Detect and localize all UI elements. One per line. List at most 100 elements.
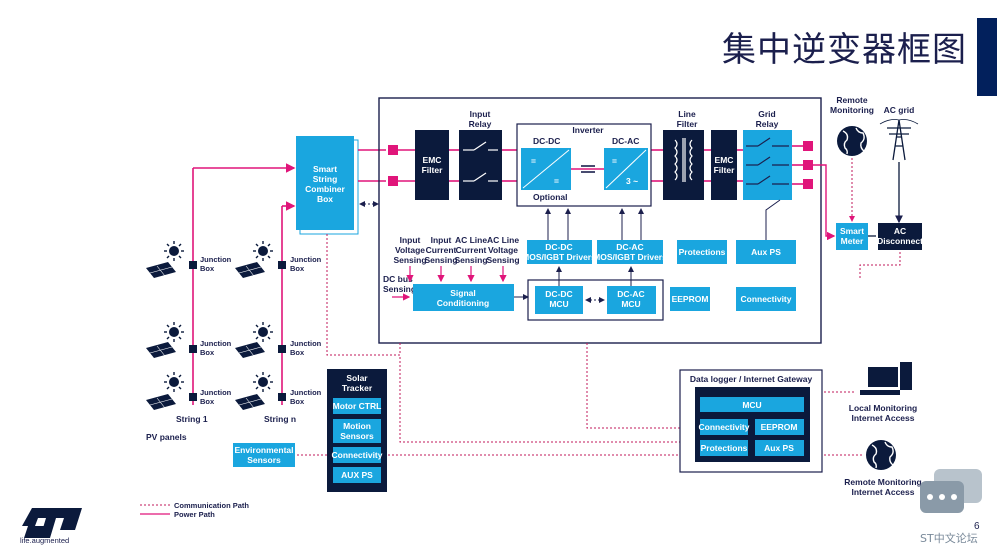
gateway-connectivity bbox=[700, 419, 748, 435]
svg-text:EEPROM: EEPROM bbox=[672, 294, 709, 304]
svg-text:Internet Access: Internet Access bbox=[852, 487, 915, 497]
junction-box-label: Junction bbox=[290, 388, 322, 397]
svg-text:Signal: Signal bbox=[450, 288, 476, 298]
svg-text:Solar: Solar bbox=[346, 373, 368, 383]
svg-text:Aux PS: Aux PS bbox=[764, 443, 794, 453]
title-accent-bar bbox=[977, 18, 997, 96]
globe-icon bbox=[866, 440, 896, 470]
svg-text:Sensing: Sensing bbox=[393, 255, 426, 265]
svg-text:Line: Line bbox=[678, 109, 696, 119]
signal-conditioning bbox=[413, 284, 514, 311]
svg-text:Box: Box bbox=[317, 194, 333, 204]
solar-tracker: Solar Tracker Motor CTRL Motion Sensors … bbox=[327, 369, 387, 492]
mcu-group bbox=[527, 279, 664, 321]
svg-text:Sensors: Sensors bbox=[247, 455, 281, 465]
svg-text:Input: Input bbox=[431, 235, 452, 245]
stringn-label: String n bbox=[264, 414, 296, 424]
svg-text:EMC: EMC bbox=[423, 155, 442, 165]
gateway-frame bbox=[679, 369, 823, 473]
gateway-mcu bbox=[700, 397, 804, 412]
junction-box-label: Box bbox=[200, 264, 215, 273]
forum-label: ST中文论坛 bbox=[920, 532, 978, 545]
dcdc-mcu bbox=[535, 286, 583, 314]
svg-text:EEPROM: EEPROM bbox=[761, 422, 798, 432]
svg-text:MOS/IGBT Drivers: MOS/IGBT Drivers bbox=[522, 252, 596, 262]
svg-text:Communication Path: Communication Path bbox=[174, 501, 249, 510]
st-logo bbox=[22, 508, 82, 538]
svg-text:DC-AC: DC-AC bbox=[616, 242, 643, 252]
svg-text:Sensing: Sensing bbox=[424, 255, 457, 265]
svg-text:DC-DC: DC-DC bbox=[545, 289, 572, 299]
svg-text:DC-AC: DC-AC bbox=[612, 136, 639, 146]
smart-meter bbox=[836, 223, 868, 250]
inverter-frame bbox=[378, 97, 822, 344]
junction-box-label: Box bbox=[290, 348, 305, 357]
svg-text:Combiner: Combiner bbox=[305, 184, 345, 194]
svg-text:=: = bbox=[531, 156, 536, 166]
svg-text:Local Monitoring: Local Monitoring bbox=[849, 403, 917, 413]
svg-text:Smart: Smart bbox=[840, 226, 864, 236]
svg-text:Sensing: Sensing bbox=[486, 255, 519, 265]
gateway-eeprom bbox=[755, 419, 804, 435]
junction-box-label: Junction bbox=[290, 255, 322, 264]
junction-box-label: Junction bbox=[200, 388, 232, 397]
svg-text:AUX PS: AUX PS bbox=[341, 470, 373, 480]
svg-text:Filter: Filter bbox=[677, 119, 698, 129]
svg-text:Remote Monitoring: Remote Monitoring bbox=[844, 477, 921, 487]
protections-block bbox=[677, 240, 727, 264]
connectivity-block bbox=[736, 287, 796, 311]
eeprom-block bbox=[670, 287, 710, 311]
svg-text:DC-DC: DC-DC bbox=[533, 136, 560, 146]
ac-disconnect bbox=[878, 223, 922, 250]
svg-text:Relay: Relay bbox=[469, 119, 492, 129]
svg-text:=: = bbox=[554, 176, 559, 186]
dcdc-drivers bbox=[527, 240, 592, 264]
svg-text:Protections: Protections bbox=[679, 247, 726, 257]
emc-filter-input bbox=[415, 130, 449, 200]
junction-box-label: Box bbox=[200, 348, 215, 357]
svg-text:Motor CTRL: Motor CTRL bbox=[333, 401, 382, 411]
svg-text:Environmental: Environmental bbox=[234, 445, 293, 455]
dcac-mcu bbox=[607, 286, 656, 314]
computer-icon bbox=[860, 362, 912, 395]
environmental-sensors bbox=[233, 443, 295, 467]
svg-text:=: = bbox=[612, 156, 617, 166]
chat-icon bbox=[920, 469, 982, 513]
svg-text:Power Path: Power Path bbox=[174, 510, 215, 519]
junction-box-label: Junction bbox=[290, 339, 322, 348]
svg-text:MCU: MCU bbox=[621, 299, 640, 309]
junction-box-label: Junction bbox=[200, 255, 232, 264]
svg-text:MCU: MCU bbox=[549, 299, 568, 309]
svg-text:Sensors: Sensors bbox=[340, 431, 374, 441]
aux-ps-block bbox=[736, 240, 796, 264]
svg-text:Protections: Protections bbox=[701, 443, 748, 453]
svg-text:Disconnect: Disconnect bbox=[877, 236, 923, 246]
junction-box-label: Box bbox=[290, 264, 305, 273]
svg-text:Current: Current bbox=[426, 245, 457, 255]
svg-text:Aux PS: Aux PS bbox=[751, 247, 781, 257]
globe-icon bbox=[837, 126, 867, 156]
svg-text:Voltage: Voltage bbox=[395, 245, 425, 255]
svg-text:Filter: Filter bbox=[714, 165, 735, 175]
svg-text:Filter: Filter bbox=[422, 165, 443, 175]
input-relay bbox=[459, 130, 502, 200]
svg-text:Voltage: Voltage bbox=[488, 245, 518, 255]
svg-text:DC bus: DC bus bbox=[383, 274, 413, 284]
svg-text:Conditioning: Conditioning bbox=[437, 298, 489, 308]
string1-label: String 1 bbox=[176, 414, 208, 424]
svg-text:Grid: Grid bbox=[758, 109, 775, 119]
svg-text:DC-AC: DC-AC bbox=[617, 289, 644, 299]
svg-text:Current: Current bbox=[456, 245, 487, 255]
svg-text:Connectivity: Connectivity bbox=[698, 422, 749, 432]
gateway-aux-ps bbox=[755, 440, 804, 456]
svg-text:Internet Access: Internet Access bbox=[852, 413, 915, 423]
legend: Communication Path Power Path bbox=[140, 501, 249, 519]
svg-text:String: String bbox=[313, 174, 338, 184]
inverter-stage bbox=[516, 123, 652, 207]
svg-text:Input: Input bbox=[470, 109, 491, 119]
page-number: 6 bbox=[974, 521, 980, 532]
svg-text:AC Line: AC Line bbox=[455, 235, 487, 245]
svg-text:Relay: Relay bbox=[756, 119, 779, 129]
